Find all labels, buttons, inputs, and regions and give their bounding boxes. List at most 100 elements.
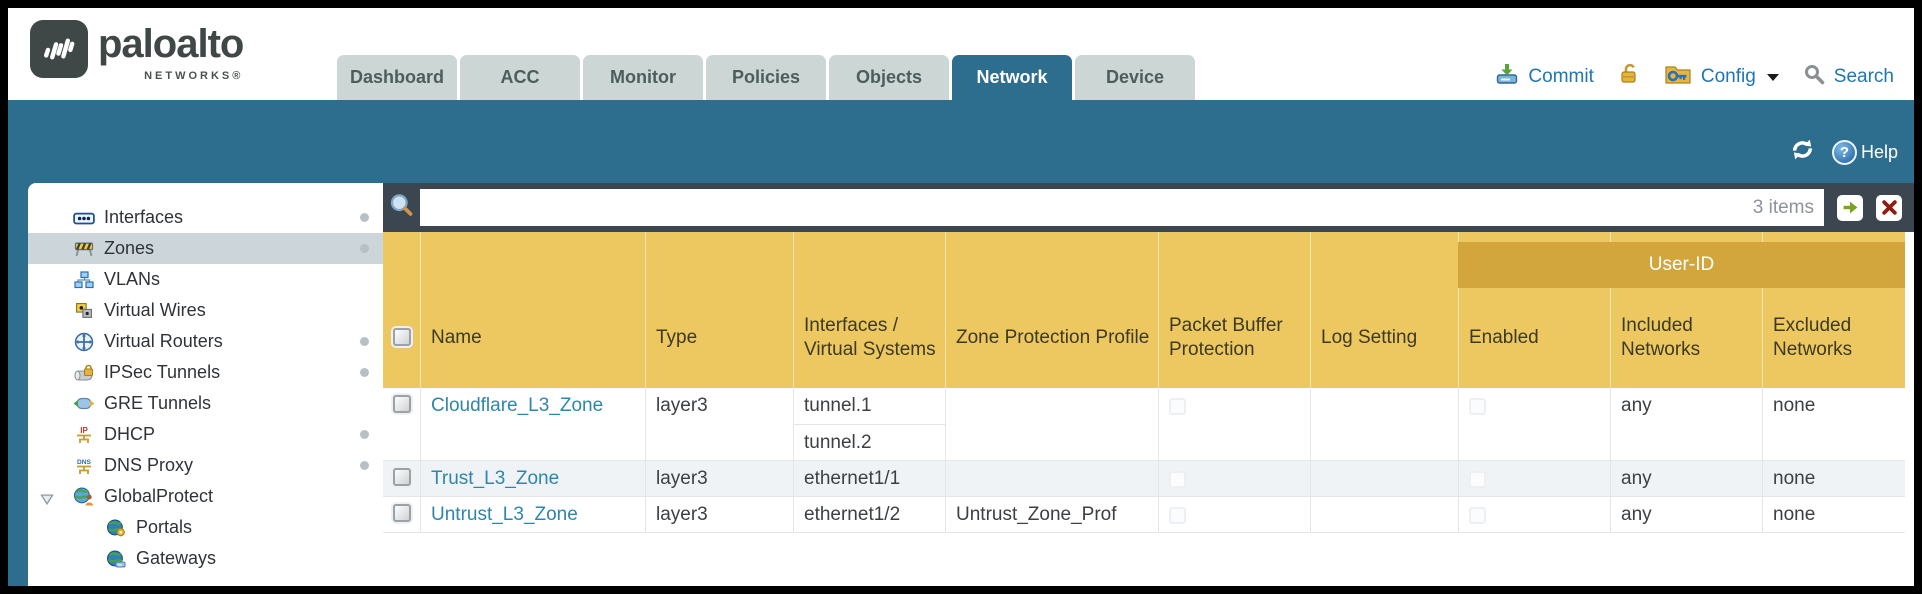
zone-name-link[interactable]: Cloudflare_L3_Zone (431, 395, 604, 416)
column-header-name[interactable]: Name (420, 232, 645, 388)
excluded-networks: none (1762, 497, 1905, 532)
search-button[interactable]: Search (1833, 66, 1894, 87)
included-networks: any (1610, 388, 1762, 460)
sidebar-item-virtual-wires[interactable]: Virtual Wires (28, 295, 383, 326)
sidebar-item-gateways[interactable]: Gateways (28, 543, 383, 574)
main-nav-tabs: Dashboard ACC Monitor Policies Objects N… (337, 55, 1195, 100)
tab-acc[interactable]: ACC (460, 55, 580, 100)
apply-filter-button[interactable] (1837, 194, 1863, 221)
row-checkbox[interactable] (393, 395, 411, 413)
column-header-log-setting[interactable]: Log Setting (1310, 232, 1458, 388)
sidebar-item-dhcp[interactable]: IP DHCP (28, 419, 383, 450)
status-dot (360, 213, 369, 222)
packet-buffer-checkbox (1169, 507, 1186, 524)
interface-item: tunnel.2 (794, 424, 945, 460)
sidebar-item-label: Virtual Wires (104, 300, 206, 320)
commit-button[interactable]: Commit (1528, 66, 1594, 87)
column-header-interfaces[interactable]: Interfaces / Virtual Systems (793, 232, 945, 388)
table-row: Cloudflare_L3_Zone layer3 tunnel.1 tunne… (383, 388, 1905, 461)
portals-icon (104, 519, 128, 537)
vlans-icon (72, 270, 96, 289)
sidebar-item-label: Gateways (136, 548, 217, 568)
column-header-type[interactable]: Type (645, 232, 793, 388)
help-label: Help (1860, 141, 1898, 162)
sidebar-item-label: Zones (104, 238, 155, 258)
filter-input-wrap: 3 items (420, 189, 1824, 226)
select-all-checkbox[interactable] (393, 328, 411, 346)
zone-type: layer3 (645, 461, 793, 496)
tab-device[interactable]: Device (1075, 55, 1195, 100)
column-header-packet-buffer[interactable]: Packet Buffer Protection (1158, 232, 1310, 388)
included-networks: any (1610, 461, 1762, 496)
excluded-networks: none (1762, 461, 1905, 496)
sidebar-item-label: Virtual Routers (104, 331, 223, 351)
sidebar-item-label: DNS Proxy (104, 455, 194, 475)
refresh-icon[interactable] (1789, 136, 1816, 168)
svg-text:DNS: DNS (77, 459, 92, 466)
sidebar-item-ipsec-tunnels[interactable]: IPSec Tunnels (28, 357, 383, 388)
sidebar-item-gre-tunnels[interactable]: GRE Tunnels (28, 388, 383, 419)
commit-icon (1495, 62, 1519, 92)
main-content: 3 items User-ID Name Type Interfaces / V… (383, 183, 1914, 586)
tab-dashboard[interactable]: Dashboard (337, 55, 457, 100)
log-setting (1310, 461, 1458, 496)
tab-monitor[interactable]: Monitor (583, 55, 703, 100)
column-group-user-id: User-ID (1458, 242, 1905, 288)
user-id-enabled-checkbox (1469, 507, 1486, 524)
sidebar-item-globalprotect[interactable]: GlobalProtect (28, 481, 383, 512)
user-id-enabled-checkbox (1469, 398, 1486, 415)
sidebar-item-label: VLANs (104, 269, 161, 289)
top-bar: paloalto NETWORKS® Dashboard ACC Monitor… (8, 8, 1914, 100)
sidebar-item-vlans[interactable]: VLANs (28, 264, 383, 295)
tab-policies[interactable]: Policies (706, 55, 826, 100)
table-row: Trust_L3_Zone layer3 ethernet1/1 any non… (383, 461, 1905, 497)
column-header-excluded-networks[interactable]: Excluded Networks (1762, 232, 1905, 388)
dns-proxy-icon: DNS (72, 456, 96, 475)
included-networks: any (1610, 497, 1762, 532)
zone-name-link[interactable]: Trust_L3_Zone (431, 468, 560, 489)
globalprotect-icon (72, 487, 96, 506)
column-header-enabled[interactable]: Enabled (1458, 232, 1610, 388)
sidebar-item-interfaces[interactable]: Interfaces (28, 202, 383, 233)
help-button[interactable]: ? Help (1831, 139, 1898, 165)
sidebar-item-virtual-routers[interactable]: Virtual Routers (28, 326, 383, 357)
filter-search-icon (388, 192, 415, 224)
network-sidebar: Interfaces Zones VLANs (28, 183, 383, 586)
column-header-included-networks[interactable]: Included Networks (1610, 232, 1762, 388)
zone-protection-profile (945, 461, 1158, 496)
brand-subname: NETWORKS® (144, 70, 244, 82)
status-dot (360, 430, 369, 439)
item-count: 3 items (1752, 196, 1814, 218)
row-checkbox[interactable] (393, 504, 411, 522)
column-header-zone-protection[interactable]: Zone Protection Profile (945, 232, 1158, 388)
filter-input[interactable] (420, 189, 1753, 226)
sidebar-item-portals[interactable]: Portals (28, 512, 383, 543)
interfaces-icon (72, 210, 96, 226)
tab-network[interactable]: Network (952, 55, 1072, 100)
tab-objects[interactable]: Objects (829, 55, 949, 100)
zone-name-link[interactable]: Untrust_L3_Zone (431, 504, 578, 525)
virtual-wires-icon (72, 302, 96, 319)
sidebar-item-label: GlobalProtect (104, 486, 214, 506)
sidebar-item-label: Portals (136, 517, 193, 537)
log-setting (1310, 497, 1458, 532)
status-dot (360, 244, 369, 253)
excluded-networks: none (1762, 388, 1905, 460)
config-menu-button[interactable]: Config (1700, 66, 1756, 87)
zone-interfaces: ethernet1/1 (793, 461, 945, 496)
user-id-enabled-checkbox (1469, 471, 1486, 488)
sidebar-item-dns-proxy[interactable]: DNS DNS Proxy (28, 450, 383, 481)
sidebar-item-zones[interactable]: Zones (28, 233, 383, 264)
utility-band: ? Help (1789, 136, 1898, 168)
clear-filter-button[interactable] (1876, 194, 1902, 221)
lock-icon[interactable] (1618, 62, 1640, 92)
row-checkbox[interactable] (393, 468, 411, 486)
table-header: User-ID Name Type Interfaces / Virtual S… (383, 232, 1905, 388)
sidebar-item-label: GRE Tunnels (104, 393, 212, 413)
chevron-down-icon[interactable] (1766, 73, 1779, 81)
status-dot (360, 337, 369, 346)
zone-interfaces: ethernet1/2 (793, 497, 945, 532)
collapse-triangle-icon[interactable] (40, 489, 54, 510)
packet-buffer-checkbox (1169, 398, 1186, 415)
log-setting (1310, 388, 1458, 460)
